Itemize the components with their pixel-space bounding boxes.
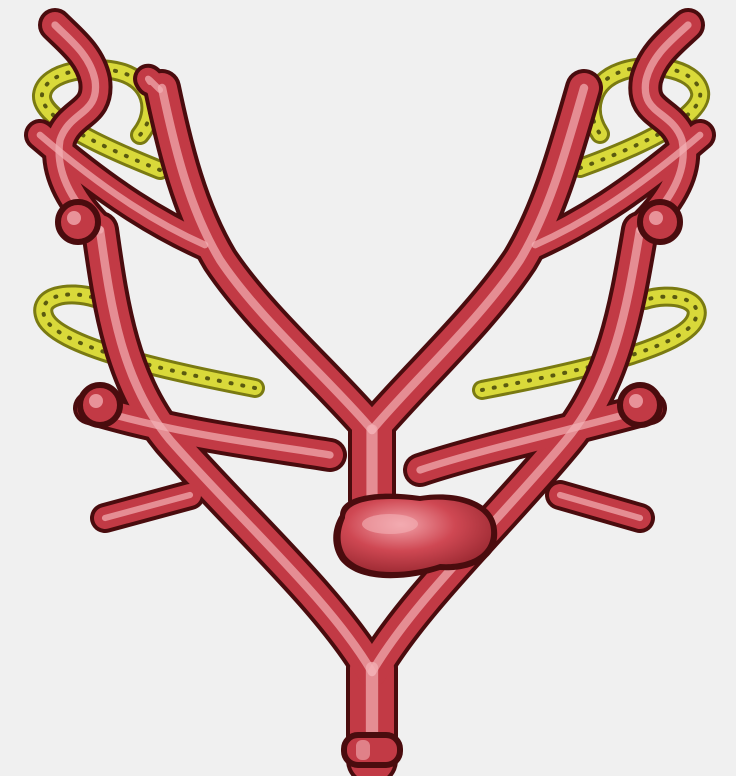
central-chamber-shine xyxy=(362,514,418,534)
right-upper-knob-shine xyxy=(649,211,663,225)
right-mid-knob-shine xyxy=(629,394,643,408)
left-mid-knob-shine xyxy=(89,394,103,408)
left-upper-knob-shine xyxy=(67,211,81,225)
trunk-base xyxy=(344,735,400,765)
central-chamber xyxy=(333,494,497,579)
trunk-base-shine xyxy=(356,740,370,760)
